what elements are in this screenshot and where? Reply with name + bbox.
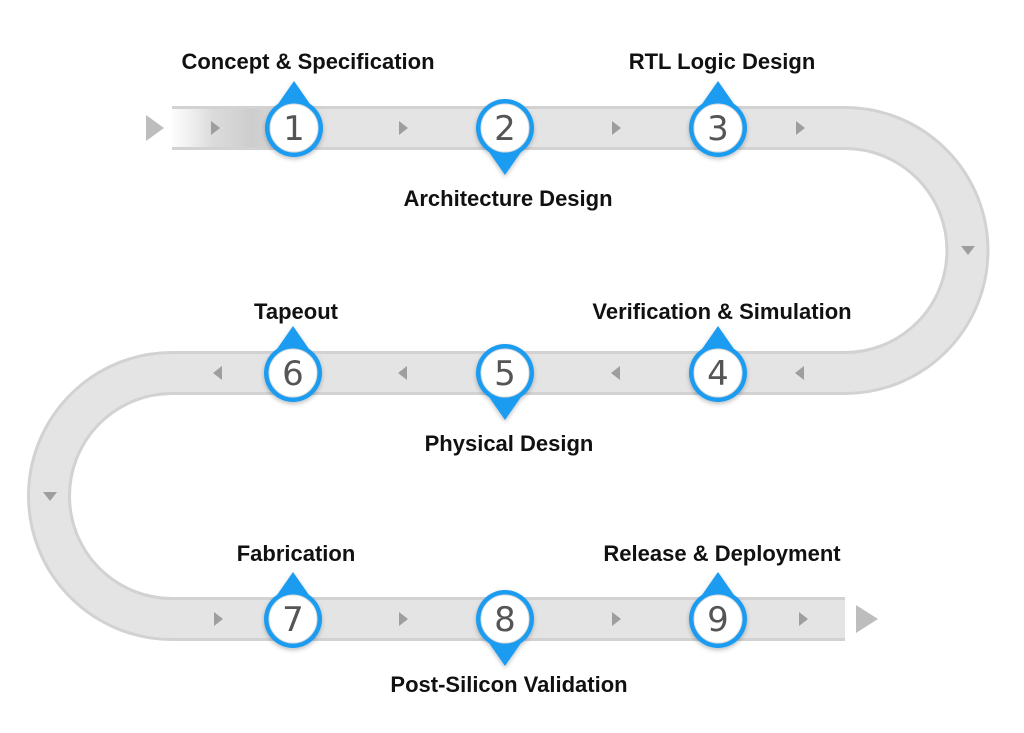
step-1-label: Concept & Specification: [181, 49, 435, 74]
direction-arrow-icon: [213, 366, 222, 380]
start-arrow-icon: [146, 115, 164, 141]
pin-pointer: [489, 397, 521, 420]
step-4-number: 4: [707, 354, 729, 394]
direction-arrow-icon: [795, 366, 804, 380]
step-6-number: 6: [282, 354, 304, 394]
pin-face: [694, 104, 742, 152]
direction-arrow-icon: [43, 492, 57, 501]
step-4-label: Verification & Simulation: [592, 299, 852, 324]
end-arrow-icon: [856, 605, 878, 633]
pin-face: [269, 349, 317, 397]
pin-face: [270, 104, 318, 152]
pin-pointer: [278, 81, 310, 104]
pin-pointer: [277, 326, 309, 349]
step-8-marker: 8: [476, 590, 534, 666]
step-7-number: 7: [282, 600, 304, 640]
pin-pointer: [489, 643, 521, 666]
step-3-number: 3: [707, 109, 729, 149]
step-9-label: Release & Deployment: [603, 541, 841, 566]
pin-face: [481, 595, 529, 643]
track-fade: [172, 109, 212, 147]
step-2-marker: 2: [476, 99, 534, 175]
step-8-label: Post-Silicon Validation: [390, 672, 628, 697]
step-2-number: 2: [494, 109, 516, 149]
pin-face: [694, 349, 742, 397]
step-5-marker: 5: [476, 344, 534, 420]
pin-face: [269, 595, 317, 643]
step-6-label: Tapeout: [254, 299, 338, 324]
pin-pointer: [277, 572, 309, 595]
pin-pointer: [702, 326, 734, 349]
direction-arrow-icon: [612, 612, 621, 626]
step-9-number: 9: [707, 600, 729, 640]
direction-arrow-icon: [398, 366, 407, 380]
direction-arrow-icon: [612, 121, 621, 135]
direction-arrow-icon: [399, 121, 408, 135]
step-2-label: Architecture Design: [403, 186, 613, 211]
step-8-number: 8: [494, 600, 516, 640]
direction-arrow-icon: [796, 121, 805, 135]
step-7-marker: 7: [264, 572, 322, 648]
direction-arrow-icon: [399, 612, 408, 626]
step-5-label: Physical Design: [424, 431, 594, 456]
direction-arrow-icon: [211, 121, 220, 135]
pin-pointer: [702, 572, 734, 595]
step-3-marker: 3: [689, 81, 747, 157]
direction-arrow-icon: [961, 246, 975, 255]
step-1-marker: 1: [265, 81, 323, 157]
step-9-marker: 9: [689, 572, 747, 648]
step-4-marker: 4: [689, 326, 747, 402]
direction-arrow-icon: [214, 612, 223, 626]
step-5-number: 5: [494, 354, 516, 394]
pin-face: [481, 104, 529, 152]
direction-arrow-icon: [611, 366, 620, 380]
pin-face: [481, 349, 529, 397]
pin-pointer: [489, 152, 521, 175]
step-3-label: RTL Logic Design: [628, 49, 816, 74]
step-6-marker: 6: [264, 326, 322, 402]
pin-pointer: [702, 81, 734, 104]
step-7-label: Fabrication: [236, 541, 356, 566]
direction-arrow-icon: [799, 612, 808, 626]
pin-face: [694, 595, 742, 643]
step-1-number: 1: [283, 109, 305, 149]
